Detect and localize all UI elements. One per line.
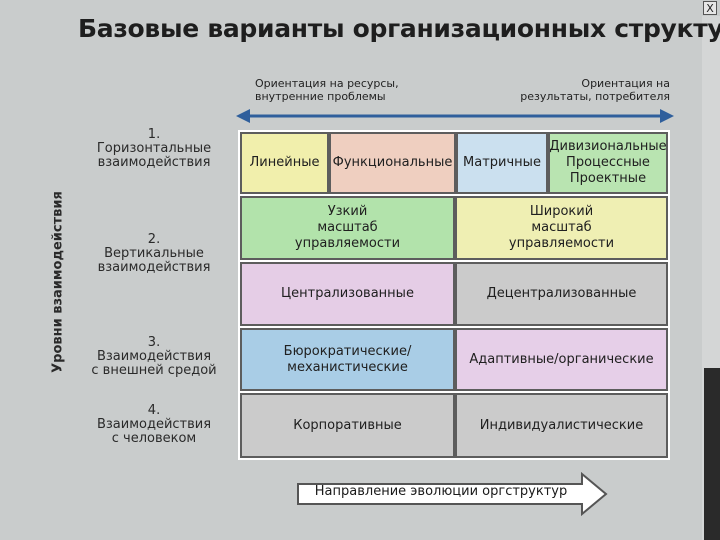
cell-line: управляемости xyxy=(508,236,615,251)
cell-decentralized: Децентрализованные xyxy=(455,262,668,326)
cell-bureaucratic: Бюрократические/ механистические xyxy=(240,328,455,391)
evolution-arrow-label: Направление эволюции оргструктур xyxy=(314,484,568,499)
page-title: Базовые варианты организационных структу… xyxy=(78,14,720,43)
level-3-label: 3. Взаимодействия с внешней средой xyxy=(70,336,238,378)
cell-line: масштаб xyxy=(531,220,592,235)
close-button[interactable]: X xyxy=(703,1,717,15)
level-number: 1. xyxy=(147,127,161,142)
cell-functional: Функциональные xyxy=(329,132,456,194)
scrollbar[interactable] xyxy=(704,368,720,540)
cell-narrow-span: Узкий масштаб управляемости xyxy=(240,196,455,260)
level-line: Взаимодействия xyxy=(96,349,212,364)
orientation-right-line2: результаты, потребителя xyxy=(520,90,670,103)
cell-line: масштаб xyxy=(317,220,378,235)
orientation-left-line2: внутренние проблемы xyxy=(255,90,386,103)
level-number: 3. xyxy=(147,335,161,350)
cell-divisional: Дивизиональные Процессные Проектные xyxy=(548,132,668,194)
level-line: Взаимодействия xyxy=(96,417,212,432)
cell-individualist: Индивидуалистические xyxy=(455,393,668,458)
cell-adaptive: Адаптивные/органические xyxy=(455,328,668,391)
orientation-right-line1: Ориентация на xyxy=(581,77,670,90)
cell-linear: Линейные xyxy=(240,132,329,194)
cell-wide-span: Широкий масштаб управляемости xyxy=(455,196,668,260)
cell-line: механистические xyxy=(287,359,408,375)
evolution-arrow-icon xyxy=(297,472,608,516)
level-number: 2. xyxy=(147,232,161,247)
level-line: взаимодействия xyxy=(97,155,211,170)
side-axis-label: Уровни взаимодействия xyxy=(50,191,66,373)
orientation-left: Ориентация на ресурсы, внутренние пробле… xyxy=(255,77,399,103)
level-1-label: 1. Горизонтальные взаимодействия xyxy=(70,128,238,170)
cell-line: Широкий xyxy=(529,204,594,219)
level-number: 4. xyxy=(147,403,161,418)
level-line: с человеком xyxy=(111,431,197,446)
orientation-right: Ориентация на результаты, потребителя xyxy=(480,77,670,103)
level-line: взаимодействия xyxy=(97,260,211,275)
double-arrow-icon xyxy=(236,109,674,123)
cell-line: управляемости xyxy=(294,236,401,251)
cell-line: Проектные xyxy=(569,171,647,186)
cell-centralized: Централизованные xyxy=(240,262,455,326)
cell-line: Бюрократические/ xyxy=(283,343,412,359)
orientation-left-line1: Ориентация на ресурсы, xyxy=(255,77,399,90)
cell-line: Узкий xyxy=(327,204,368,219)
level-2-label: 2. Вертикальные взаимодействия xyxy=(70,233,238,275)
cell-line: Процессные xyxy=(566,155,650,170)
cell-corporate: Корпоративные xyxy=(240,393,455,458)
cell-line: Дивизиональные xyxy=(549,139,667,154)
level-line: Горизонтальные xyxy=(96,141,212,156)
cell-matrix: Матричные xyxy=(456,132,548,194)
level-4-label: 4. Взаимодействия с человеком xyxy=(70,404,238,446)
level-line: Вертикальные xyxy=(104,246,204,261)
level-line: с внешней средой xyxy=(91,363,217,378)
